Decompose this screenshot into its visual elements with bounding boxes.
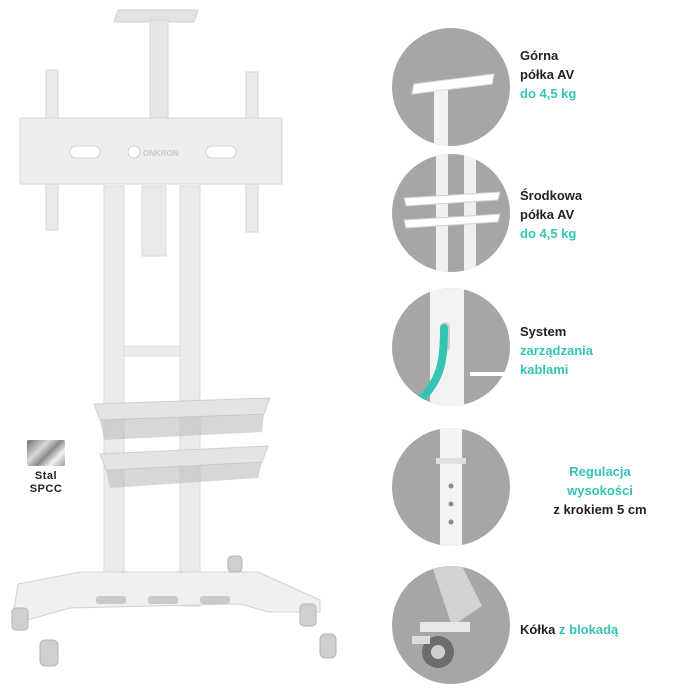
feature-label-2: Środkowa półka AV do 4,5 kg (520, 186, 690, 243)
feature-circle-height-adjustment (392, 428, 510, 546)
feature-circle-middle-shelf (392, 154, 510, 272)
tv-stand-illustration: ONKRON (11, 9, 337, 667)
feature-2-line-1: Środkowa (520, 188, 583, 203)
feature-4-line-1: Regulacja (569, 464, 631, 479)
feature-2-line-2: półka AV (520, 207, 575, 222)
feature-3-line-2: zarządzania (520, 343, 593, 358)
feature-label-5: Kółka z blokadą (520, 620, 690, 639)
feature-label-3: System zarządzania kablami (520, 322, 690, 379)
feature-4-line-3: z krokiem 5 cm (553, 502, 647, 517)
feature-3-line-3: kablami (520, 362, 569, 377)
feature-label-1: Górna półka AV do 4,5 kg (520, 46, 690, 103)
feature-2-line-3: do 4,5 kg (520, 226, 577, 241)
feature-4-line-2: wysokości (567, 483, 633, 498)
feature-5-line-1: Kółka (520, 622, 556, 637)
feature-5-line-2: z blokadą (555, 622, 619, 637)
material-line-1: Stal (34, 470, 58, 482)
material-swatch: Stal SPCC (24, 440, 68, 496)
feature-3-line-1: System (520, 324, 567, 339)
feature-circle-locking-wheels (392, 566, 510, 684)
feature-label-4: Regulacja wysokości z krokiem 5 cm (530, 462, 670, 519)
steel-texture (27, 440, 65, 466)
brand-logo: ONKRON (143, 149, 179, 158)
feature-1-line-2: półka AV (520, 67, 575, 82)
material-line-2: SPCC (29, 483, 63, 495)
feature-circle-top-shelf (392, 28, 510, 146)
feature-1-line-3: do 4,5 kg (520, 86, 577, 101)
feature-circle-cable-management (392, 288, 510, 406)
feature-1-line-1: Górna (520, 48, 559, 63)
